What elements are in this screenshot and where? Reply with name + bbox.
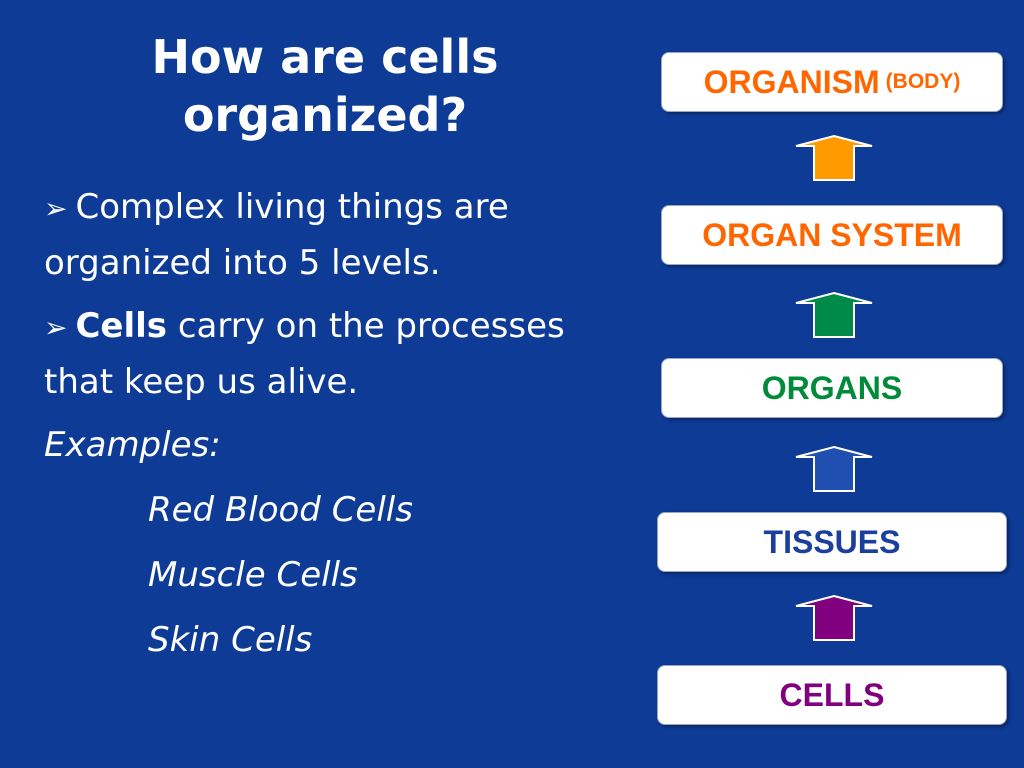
- bullet-2: ➢Cells carry on the processes that keep …: [44, 299, 644, 410]
- bullet-2-bold-text: Cells: [75, 306, 168, 346]
- example-item: Muscle Cells: [148, 555, 358, 595]
- level-organ-system: ORGAN SYSTEM: [661, 205, 1003, 265]
- level-label: ORGANS: [761, 369, 903, 406]
- up-arrow-purple-icon: [795, 594, 873, 641]
- up-arrow-blue-icon: [795, 445, 873, 492]
- bullet-1-text: Complex living things are organized into…: [44, 187, 509, 283]
- level-organs: ORGANS: [661, 358, 1003, 418]
- title-line-1: How are cells: [151, 30, 499, 84]
- level-label: ORGAN SYSTEM: [702, 216, 962, 253]
- title-line-2: organized?: [182, 88, 468, 142]
- up-arrow-green-icon: [795, 291, 873, 338]
- slide-title: How are cells organized?: [40, 28, 610, 144]
- example-item: Skin Cells: [148, 620, 313, 660]
- examples-label: Examples:: [44, 425, 221, 465]
- level-organism: ORGANISM (BODY): [661, 52, 1003, 112]
- level-label: TISSUES: [763, 523, 901, 560]
- bullet-1: ➢Complex living things are organized int…: [44, 180, 644, 291]
- level-cells: CELLS: [657, 665, 1007, 725]
- level-label: ORGANISM: [703, 63, 880, 100]
- arrow-bullet-icon: ➢: [44, 192, 68, 225]
- up-arrow-orange-icon: [795, 134, 873, 181]
- level-note: (BODY): [885, 70, 961, 93]
- example-item: Red Blood Cells: [148, 490, 413, 530]
- level-label: CELLS: [779, 676, 885, 713]
- level-tissues: TISSUES: [657, 512, 1007, 572]
- slide-body: ➢Complex living things are organized int…: [44, 180, 644, 668]
- bullet-2-text: carry on the processes that keep us aliv…: [44, 306, 565, 402]
- arrow-bullet-icon: ➢: [44, 311, 68, 344]
